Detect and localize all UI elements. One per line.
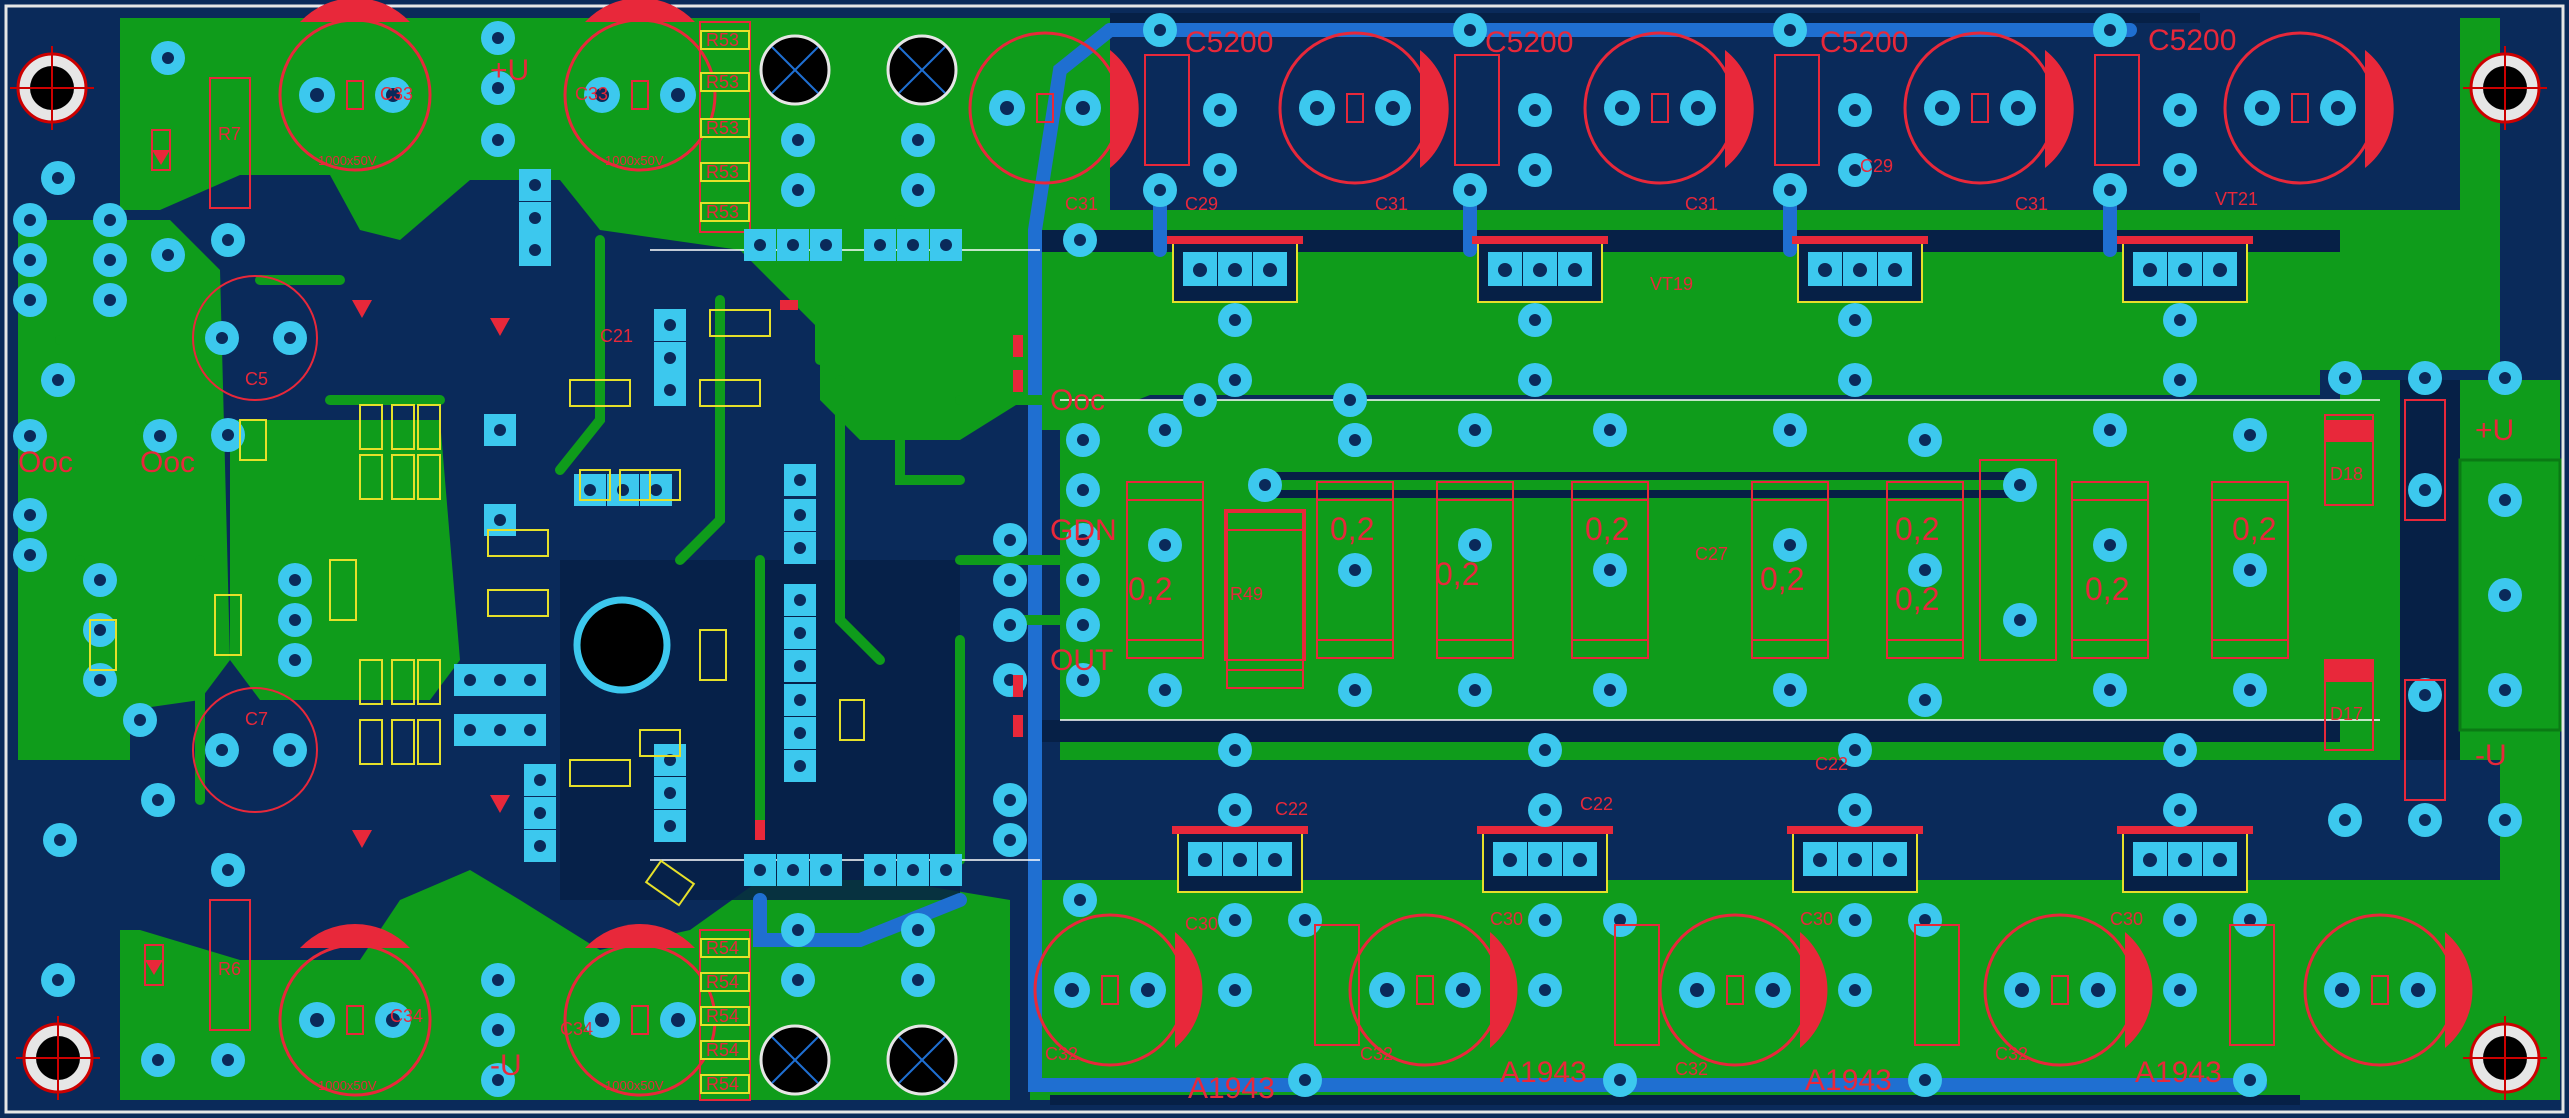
label-d18: D18 [2330, 464, 2363, 484]
cap-c7 [192, 687, 318, 813]
label-c34-1: C34 [390, 1006, 423, 1026]
label-a1943-2: A1943 [1500, 1056, 1587, 1089]
label-r49: R49 [1230, 584, 1263, 604]
label-vt21: VT21 [2215, 189, 2258, 209]
label-c5: C5 [245, 369, 268, 389]
label-c30-2: C30 [1490, 909, 1523, 929]
label-c33-1: C33 [380, 84, 413, 104]
label-r54-4: R54 [706, 1040, 739, 1060]
label-cap-rating-2: 1000x50V [605, 153, 664, 168]
label-r53-5: R53 [706, 202, 739, 222]
label-res-02-9: 0,2 [2232, 511, 2276, 547]
label-r7: R7 [218, 124, 241, 144]
label-c30-3: C30 [1800, 909, 1833, 929]
label-c5200-2: C5200 [1485, 26, 1573, 59]
label-a1943-4: A1943 [2135, 1056, 2222, 1089]
label-minus-u-left: -U [490, 1049, 522, 1082]
label-r54-1: R54 [706, 938, 739, 958]
label-c29-1: C29 [1185, 194, 1218, 214]
label-c22-1: C22 [1275, 799, 1308, 819]
thin-white-lines [650, 249, 2380, 861]
silk-labels-large: C5200 C5200 C5200 C5200 A1943 A1943 A194… [18, 24, 2514, 1105]
bulk-cap-c34-right [563, 923, 717, 1097]
label-r6: R6 [218, 959, 241, 979]
label-c21: C21 [600, 326, 633, 346]
label-c31-1: C31 [1065, 194, 1098, 214]
label-c30-4: C30 [2110, 909, 2143, 929]
label-res-02-5: 0,2 [1760, 561, 1804, 597]
label-r53-4: R53 [706, 162, 739, 182]
label-r53-2: R53 [706, 72, 739, 92]
outer-dark-traces [1050, 13, 2300, 1105]
label-c31-4: C31 [2015, 194, 2048, 214]
label-c22-3: C22 [1815, 754, 1848, 774]
smd-components [89, 309, 865, 907]
label-c32-4: C32 [1995, 1044, 2028, 1064]
label-a1943-3: A1943 [1805, 1064, 1892, 1097]
green-signal-traces [55, 215, 1065, 865]
label-c33-2: C33 [575, 84, 608, 104]
label-r53-1: R53 [706, 30, 739, 50]
label-res-02-7: 0,2 [1895, 581, 1939, 617]
diodes [144, 129, 510, 986]
board-outline [4, 4, 2565, 1114]
red-markers [755, 300, 1023, 840]
label-ooc-left: Ooc [18, 446, 73, 479]
label-c31-3: C31 [1685, 194, 1718, 214]
output-caps-bottom [1033, 913, 2473, 1067]
label-out: OUT [1050, 644, 1113, 677]
label-cap-rating-3: 1000x50V [318, 1078, 377, 1093]
label-cap-rating-1: 1000x50V [318, 153, 377, 168]
label-c31-2: C31 [1375, 194, 1408, 214]
label-c30-1: C30 [1185, 914, 1218, 934]
label-plus-u-right: +U [2475, 414, 2514, 447]
label-res-02-1: 0,2 [1128, 571, 1172, 607]
label-res-02-4: 0,2 [1585, 511, 1629, 547]
label-c29-2: C29 [1860, 156, 1893, 176]
large-through-holes [573, 34, 958, 1096]
right-terminal-block [2324, 361, 2562, 837]
label-c5200-3: C5200 [1820, 26, 1908, 59]
label-res-02-8: 0,2 [2085, 571, 2129, 607]
label-c32-2: C32 [1360, 1044, 1393, 1064]
label-res-02-2: 0,2 [1330, 511, 1374, 547]
label-gdn: GDN [1050, 514, 1117, 547]
label-d17: D17 [2330, 704, 2363, 724]
bulk-cap-c33-left [278, 0, 432, 172]
label-c7: C7 [245, 709, 268, 729]
resistor-column-r54 [699, 929, 751, 1101]
bulk-cap-c33-right [563, 0, 717, 172]
silk-resistor-outlines [209, 54, 2275, 1046]
label-r53-3: R53 [706, 118, 739, 138]
cap-c5 [192, 275, 318, 401]
label-ooc-left2: Ooc [140, 446, 195, 479]
label-r54-3: R54 [706, 1006, 739, 1026]
bulk-cap-c34-left [278, 923, 432, 1097]
silk-labels-values: 0,2 0,2 0,2 0,2 0,2 0,2 0,2 0,2 0,2 [1128, 511, 2276, 617]
label-ooc-mid: Ooc [1050, 384, 1105, 417]
label-vt19: VT19 [1650, 274, 1693, 294]
emitter-resistors [1126, 459, 2289, 689]
label-plus-u-left: +U [490, 54, 529, 87]
label-c5200-4: C5200 [2148, 24, 2236, 57]
label-c32-3: C32 [1675, 1059, 1708, 1079]
label-res-02-6: 0,2 [1895, 511, 1939, 547]
label-c5200-1: C5200 [1185, 26, 1273, 59]
label-res-02-3: 0,2 [1435, 556, 1479, 592]
label-a1943-1: A1943 [1188, 1072, 1275, 1105]
label-c34-2: C34 [560, 1019, 593, 1039]
label-r54-2: R54 [706, 972, 739, 992]
label-minus-u-right: -U [2475, 739, 2507, 772]
resistor-column-r53 [699, 21, 751, 233]
label-cap-rating-4: 1000x50V [605, 1078, 664, 1093]
label-r54-5: R54 [706, 1074, 739, 1094]
label-c27: C27 [1695, 544, 1728, 564]
output-caps-top [968, 31, 2394, 185]
label-c32-1: C32 [1045, 1044, 1078, 1064]
silk-labels-small: C33 C33 C34 C34 C5 C7 C21 C27 R49 R7 R6 … [218, 30, 2363, 1094]
label-c22-2: C22 [1580, 794, 1613, 814]
cap-rating-labels: 1000x50V 1000x50V 1000x50V 1000x50V [318, 153, 664, 1093]
